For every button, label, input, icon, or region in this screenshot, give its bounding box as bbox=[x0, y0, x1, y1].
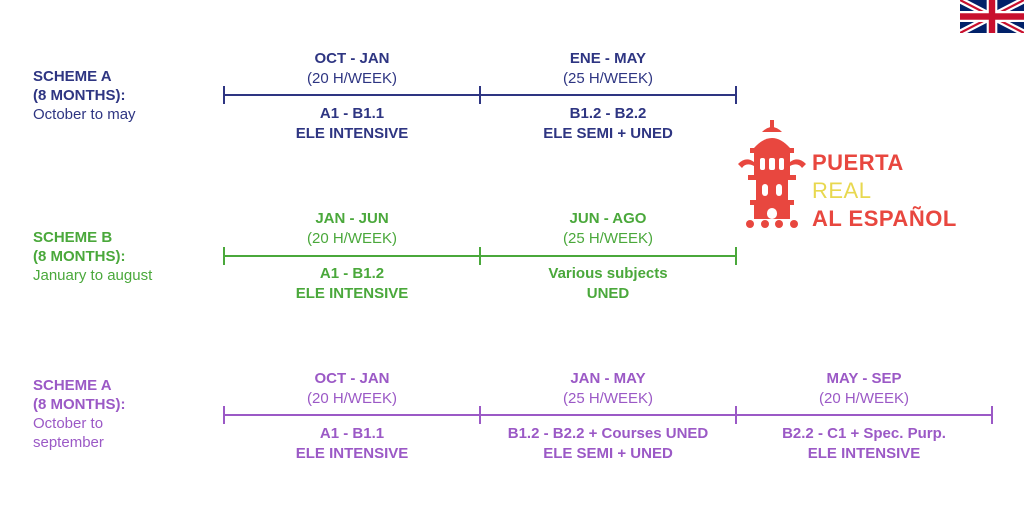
period-level: B1.2 - B2.2 ELE SEMI + UNED bbox=[480, 104, 736, 144]
period-header: JAN - MAY (25 H/WEEK) bbox=[480, 369, 736, 409]
period-level: A1 - B1.1 ELE INTENSIVE bbox=[224, 424, 480, 464]
timeline-tick bbox=[223, 86, 225, 104]
timeline-tick bbox=[479, 86, 481, 104]
period-dates: JUN - AGO bbox=[569, 210, 647, 227]
level-range: Various subjects bbox=[548, 265, 668, 282]
logo-line-1: PUERTA bbox=[812, 150, 904, 175]
scheme-duration: (8 MONTHS): bbox=[33, 87, 126, 104]
logo-line-3: AL ESPAÑOL bbox=[812, 206, 957, 231]
timeline-tick bbox=[479, 247, 481, 265]
period-level: Various subjects UNED bbox=[480, 264, 736, 304]
level-range: B1.2 - B2.2 + Courses UNED bbox=[507, 425, 709, 442]
scheme-duration: (8 MONTHS): bbox=[33, 396, 126, 413]
period-dates: JAN - JUN bbox=[315, 210, 389, 227]
scheme-a-label: SCHEME A (8 MONTHS): October to may bbox=[33, 67, 136, 124]
level-range: B1.2 - B2.2 bbox=[569, 105, 647, 122]
scheme-title: SCHEME B bbox=[33, 229, 113, 246]
period-level: A1 - B1.2 ELE INTENSIVE bbox=[224, 264, 480, 304]
timeline-tick bbox=[735, 86, 737, 104]
level-range: A1 - B1.2 bbox=[319, 265, 385, 282]
course-type: ELE INTENSIVE bbox=[807, 445, 921, 462]
period-hours: (20 H/WEEK) bbox=[306, 390, 397, 407]
period-header: MAY - SEP (20 H/WEEK) bbox=[736, 369, 992, 409]
scheme-description: October to may bbox=[33, 106, 136, 123]
period-dates: OCT - JAN bbox=[314, 370, 390, 387]
scheme-description: October to bbox=[33, 415, 104, 432]
scheme-b-label: SCHEME B (8 MONTHS): January to august bbox=[33, 228, 152, 285]
scheme-description: september bbox=[33, 434, 104, 451]
course-type: ELE INTENSIVE bbox=[295, 125, 409, 142]
period-hours: (20 H/WEEK) bbox=[306, 70, 397, 87]
timeline-tick bbox=[735, 247, 737, 265]
period-header: JAN - JUN (20 H/WEEK) bbox=[224, 209, 480, 249]
course-type: ELE INTENSIVE bbox=[295, 285, 409, 302]
level-range: B2.2 - C1 + Spec. Purp. bbox=[782, 425, 946, 442]
timeline-tick bbox=[991, 406, 993, 424]
level-range: A1 - B1.1 bbox=[319, 105, 385, 122]
period-hours: (20 H/WEEK) bbox=[818, 390, 909, 407]
tower-logo-icon bbox=[738, 120, 806, 228]
period-level: B2.2 - C1 + Spec. Purp. ELE INTENSIVE bbox=[736, 424, 992, 464]
course-type: ELE INTENSIVE bbox=[295, 445, 409, 462]
course-type: UNED bbox=[586, 285, 630, 302]
scheme-description: January to august bbox=[33, 267, 153, 284]
level-range: A1 - B1.1 bbox=[319, 425, 385, 442]
period-dates: OCT - JAN bbox=[314, 50, 390, 67]
period-hours: (25 H/WEEK) bbox=[562, 70, 653, 87]
period-level: B1.2 - B2.2 + Courses UNED ELE SEMI + UN… bbox=[480, 424, 736, 464]
scheme-duration: (8 MONTHS): bbox=[33, 248, 126, 265]
timeline-tick bbox=[735, 406, 737, 424]
period-header: ENE - MAY (25 H/WEEK) bbox=[480, 49, 736, 89]
scheme-title: SCHEME A bbox=[33, 377, 112, 394]
period-hours: (25 H/WEEK) bbox=[562, 390, 653, 407]
course-type: ELE SEMI + UNED bbox=[543, 445, 673, 462]
timeline-axis bbox=[224, 414, 993, 416]
period-hours: (20 H/WEEK) bbox=[306, 230, 397, 247]
scheme-title: SCHEME A bbox=[33, 68, 112, 85]
uk-flag-icon[interactable] bbox=[960, 0, 1024, 33]
scheme-a-extended-label: SCHEME A (8 MONTHS): October to septembe… bbox=[33, 376, 126, 452]
period-dates: JAN - MAY bbox=[570, 370, 646, 387]
period-header: JUN - AGO (25 H/WEEK) bbox=[480, 209, 736, 249]
period-header: OCT - JAN (20 H/WEEK) bbox=[224, 49, 480, 89]
timeline-tick bbox=[223, 406, 225, 424]
logo-line-2: REAL bbox=[812, 178, 872, 203]
timeline-tick bbox=[479, 406, 481, 424]
timeline-tick bbox=[223, 247, 225, 265]
course-type: ELE SEMI + UNED bbox=[543, 125, 673, 142]
period-level: A1 - B1.1 ELE INTENSIVE bbox=[224, 104, 480, 144]
period-header: OCT - JAN (20 H/WEEK) bbox=[224, 369, 480, 409]
period-dates: ENE - MAY bbox=[569, 50, 647, 67]
period-dates: MAY - SEP bbox=[826, 370, 902, 387]
period-hours: (25 H/WEEK) bbox=[562, 230, 653, 247]
